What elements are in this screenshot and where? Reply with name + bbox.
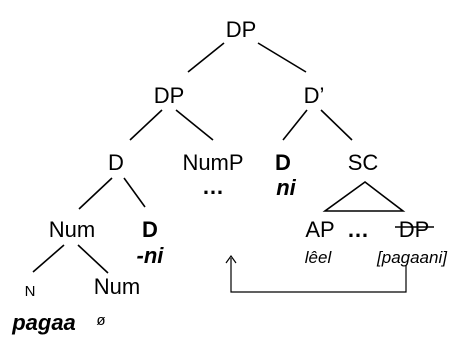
node-dp-root: DP bbox=[226, 17, 257, 42]
word-pagaani: [pagaani] bbox=[376, 248, 448, 267]
node-num: Num bbox=[49, 217, 95, 242]
node-dp-struck: DP bbox=[399, 217, 430, 242]
arrow-head-icon bbox=[225, 254, 237, 264]
node-dp-left: DP bbox=[154, 83, 185, 108]
node-d-bar: D’ bbox=[304, 83, 325, 108]
movement-path bbox=[230, 258, 407, 293]
edge-d-to-d-suffix bbox=[123, 177, 146, 208]
edge-d-bar-to-d-ni bbox=[282, 109, 308, 141]
node-n: N bbox=[25, 283, 36, 300]
edge-dp-root-to-d-bar bbox=[257, 42, 307, 73]
word-pagaa: pagaa bbox=[11, 310, 76, 335]
word-leel: lêel bbox=[305, 248, 333, 267]
node-nump: NumP bbox=[182, 150, 243, 175]
node-num-lower: Num bbox=[94, 274, 140, 299]
node-ap: AP bbox=[305, 217, 334, 242]
ap-ellipsis: … bbox=[347, 217, 369, 242]
edge-d-to-num bbox=[78, 177, 113, 210]
node-d-suffix: D bbox=[142, 217, 158, 242]
edge-dp-root-to-dp-left bbox=[187, 42, 225, 73]
edge-d-bar-to-sc bbox=[320, 109, 353, 141]
null-symbol: ø bbox=[96, 312, 105, 329]
edge-num-to-n bbox=[32, 244, 65, 273]
edge-dp-left-to-d bbox=[129, 109, 163, 141]
node-d-ni: D bbox=[275, 150, 291, 175]
nump-ellipsis: … bbox=[202, 174, 224, 199]
edge-num-to-num-lower bbox=[77, 244, 109, 274]
node-sc: SC bbox=[348, 150, 379, 175]
node-d-lower: D bbox=[108, 150, 124, 175]
sc-triangle bbox=[322, 181, 406, 212]
word-ni: ni bbox=[276, 175, 296, 200]
edge-dp-left-to-nump bbox=[175, 109, 214, 141]
word-suffix-ni: -ni bbox=[137, 243, 165, 268]
